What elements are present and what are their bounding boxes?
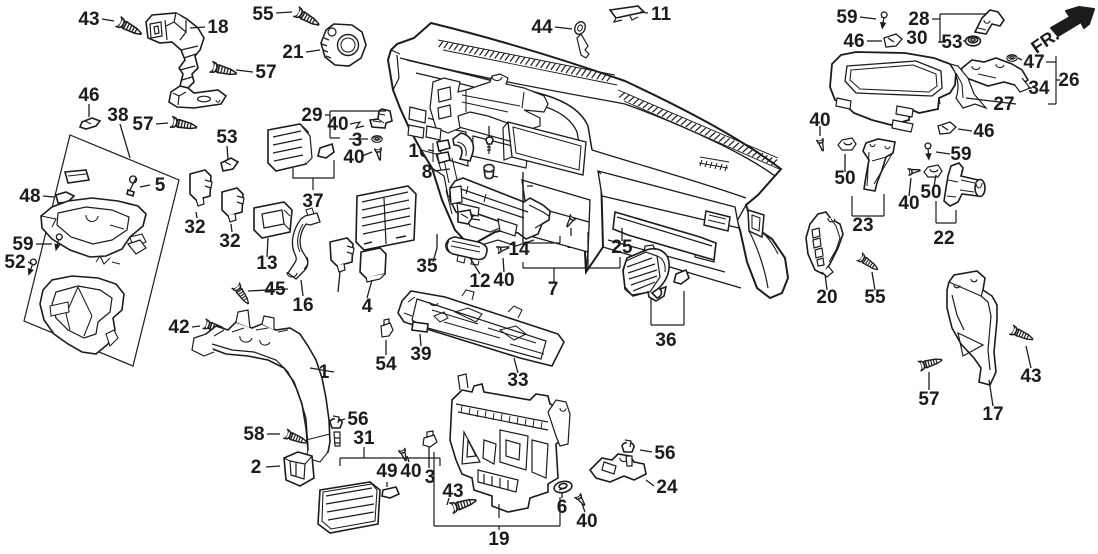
svg-text:13: 13 <box>256 253 277 274</box>
svg-text:40: 40 <box>809 110 830 131</box>
svg-text:59: 59 <box>836 7 857 28</box>
svg-text:5: 5 <box>155 175 166 196</box>
svg-text:34: 34 <box>1028 78 1050 99</box>
svg-text:40: 40 <box>343 147 364 168</box>
svg-text:31: 31 <box>353 428 375 449</box>
svg-text:50: 50 <box>834 168 855 189</box>
svg-text:39: 39 <box>410 344 431 365</box>
svg-text:53: 53 <box>941 32 962 53</box>
svg-text:40: 40 <box>493 270 514 291</box>
svg-text:1: 1 <box>319 362 330 383</box>
svg-text:33: 33 <box>507 370 528 391</box>
svg-text:56: 56 <box>347 409 368 430</box>
svg-text:59: 59 <box>12 234 33 255</box>
svg-text:26: 26 <box>1058 70 1079 91</box>
svg-text:8: 8 <box>422 162 433 183</box>
svg-text:47: 47 <box>1023 52 1044 73</box>
svg-text:58: 58 <box>243 424 264 445</box>
svg-text:57: 57 <box>132 114 153 135</box>
svg-text:44: 44 <box>531 17 553 38</box>
svg-text:38: 38 <box>107 105 128 126</box>
svg-text:3: 3 <box>352 130 363 151</box>
svg-text:56: 56 <box>654 443 675 464</box>
svg-text:42: 42 <box>168 317 189 338</box>
svg-text:28: 28 <box>908 9 929 30</box>
svg-text:18: 18 <box>207 17 228 38</box>
svg-text:3: 3 <box>425 467 436 488</box>
svg-text:46: 46 <box>973 121 994 142</box>
svg-text:7: 7 <box>548 279 559 300</box>
svg-text:2: 2 <box>251 457 262 478</box>
svg-text:29: 29 <box>301 105 322 126</box>
svg-text:32: 32 <box>219 231 240 252</box>
svg-text:37: 37 <box>302 191 323 212</box>
svg-text:21: 21 <box>282 42 304 63</box>
svg-text:59: 59 <box>950 144 971 165</box>
svg-text:4: 4 <box>362 296 373 317</box>
svg-text:14: 14 <box>508 239 530 260</box>
svg-text:40: 40 <box>327 114 348 135</box>
svg-text:49: 49 <box>376 461 397 482</box>
svg-text:46: 46 <box>78 85 99 106</box>
svg-text:54: 54 <box>375 354 397 375</box>
svg-text:57: 57 <box>255 62 276 83</box>
svg-text:43: 43 <box>1020 366 1041 387</box>
svg-text:35: 35 <box>416 256 438 277</box>
svg-text:55: 55 <box>252 4 274 25</box>
svg-text:24: 24 <box>656 477 678 498</box>
svg-text:43: 43 <box>78 9 99 30</box>
svg-text:40: 40 <box>576 511 597 532</box>
svg-text:17: 17 <box>982 404 1003 425</box>
svg-text:12: 12 <box>469 271 490 292</box>
svg-text:55: 55 <box>864 287 886 308</box>
svg-text:11: 11 <box>651 4 672 25</box>
svg-text:57: 57 <box>918 389 939 410</box>
svg-text:40: 40 <box>898 193 919 214</box>
svg-text:32: 32 <box>184 217 205 238</box>
svg-text:52: 52 <box>4 252 25 273</box>
svg-text:46: 46 <box>843 31 864 52</box>
svg-text:16: 16 <box>292 295 313 316</box>
svg-text:30: 30 <box>906 28 927 49</box>
svg-text:20: 20 <box>816 287 837 308</box>
svg-text:36: 36 <box>655 330 676 351</box>
svg-text:23: 23 <box>852 215 873 236</box>
svg-text:53: 53 <box>216 127 237 148</box>
svg-text:40: 40 <box>400 461 421 482</box>
svg-text:22: 22 <box>933 228 954 249</box>
svg-text:27: 27 <box>993 94 1014 115</box>
svg-text:48: 48 <box>19 186 40 207</box>
svg-text:6: 6 <box>557 497 568 518</box>
svg-text:50: 50 <box>920 182 941 203</box>
svg-text:43: 43 <box>442 481 463 502</box>
svg-text:19: 19 <box>488 529 509 550</box>
